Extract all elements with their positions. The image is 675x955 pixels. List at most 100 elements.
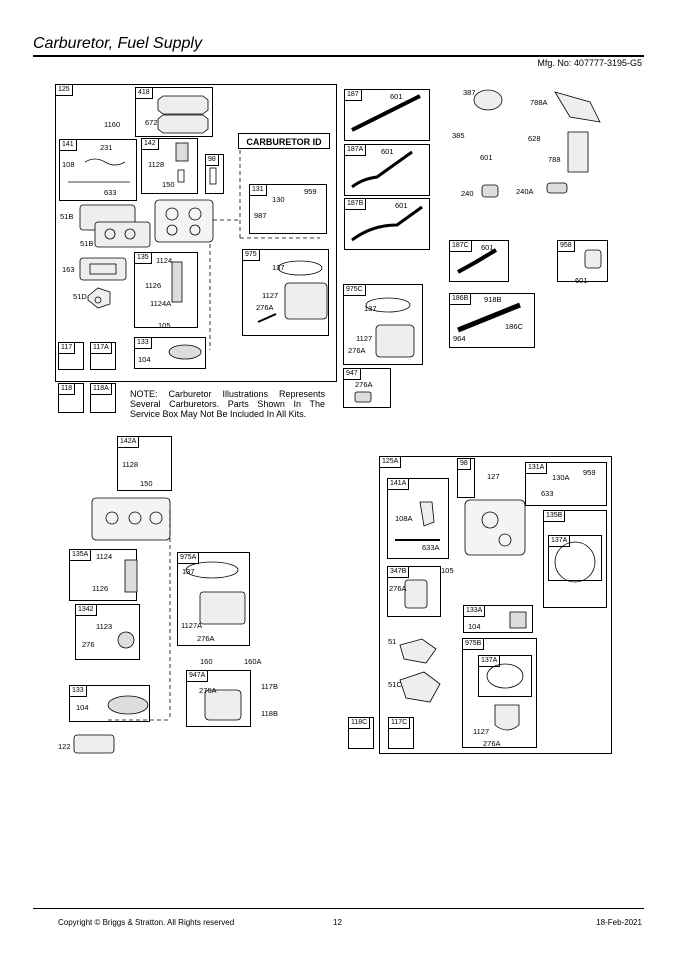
- box-tag: 142: [142, 139, 159, 150]
- box-tag: 117A: [91, 343, 112, 354]
- box-tag: 1342: [76, 605, 97, 616]
- box-tag: 187C: [450, 241, 472, 252]
- part-label: 240A: [516, 187, 534, 196]
- box-tag: 118C: [349, 718, 371, 729]
- part-label: 1124: [96, 552, 113, 561]
- part-label: 385: [452, 131, 465, 140]
- part-label: 1126: [145, 281, 162, 290]
- box-tag: 131A: [526, 463, 548, 474]
- part-label: 150: [162, 180, 175, 189]
- part-label: 160: [200, 657, 213, 666]
- box-tag: 141A: [388, 479, 410, 490]
- part-label: 601: [381, 147, 394, 156]
- box-tag: 117: [59, 343, 76, 354]
- part-label: 1126: [92, 584, 109, 593]
- box-tag: 975C: [344, 285, 366, 296]
- part-label: 633: [541, 489, 554, 498]
- part-label: 1127A: [181, 621, 203, 630]
- box-137A-right: 137A: [478, 655, 532, 697]
- part-label: 137: [364, 304, 377, 313]
- footer-copyright: Copyright © Briggs & Stratton. All Right…: [58, 918, 235, 927]
- part-label: 150: [140, 479, 153, 488]
- part-label: 108A: [395, 514, 413, 523]
- part-label: 987: [254, 211, 267, 220]
- part-label: 601: [481, 243, 494, 252]
- box-tag: 975: [243, 250, 260, 261]
- part-label: 1124A: [150, 299, 172, 308]
- part-label: 231: [100, 143, 113, 152]
- part-label: 276: [82, 640, 95, 649]
- box-118: 118: [58, 383, 84, 413]
- part-label: 122: [58, 742, 71, 751]
- box-tag: 186B: [450, 294, 472, 305]
- box-tag: 187B: [345, 199, 367, 210]
- box-tag: 958: [558, 241, 575, 252]
- box-1342: 1342: [75, 604, 140, 660]
- box-125: 125: [55, 84, 337, 382]
- footer-rule: [33, 908, 644, 909]
- part-label: 788: [548, 155, 561, 164]
- box-tag: 418: [136, 88, 153, 99]
- box-tag: 142A: [118, 437, 140, 448]
- part-label: 105: [441, 566, 454, 575]
- box-187C: 187C: [449, 240, 509, 282]
- part-label: 51B: [60, 212, 74, 221]
- part-label: 959: [583, 468, 596, 477]
- part-label: 387: [463, 88, 476, 97]
- box-141A: 141A: [387, 478, 449, 559]
- part-label: 633A: [422, 543, 440, 552]
- footer-page-number: 12: [333, 918, 342, 927]
- part-label: 117B: [261, 682, 278, 691]
- box-tag: 187A: [345, 145, 367, 156]
- part-label: 276A: [197, 634, 215, 643]
- box-118C: 118C: [348, 717, 374, 749]
- page-title: Carburetor, Fuel Supply: [33, 35, 202, 52]
- part-label: 51B: [80, 239, 94, 248]
- box-947A: 947A: [186, 670, 251, 727]
- box-187A: 187A: [344, 144, 430, 196]
- box-142: 142: [141, 138, 198, 194]
- box-tag: 141: [60, 140, 77, 151]
- box-tag: 133A: [464, 606, 486, 617]
- box-135B: 135B: [543, 510, 607, 608]
- box-133A: 133A: [463, 605, 533, 633]
- footer-date: 18-Feb-2021: [596, 918, 642, 927]
- part-label: 628: [528, 134, 541, 143]
- box-142A: 142A: [117, 436, 172, 491]
- part-label: 601: [575, 276, 588, 285]
- part-label: 186C: [505, 322, 523, 331]
- box-98: 98: [205, 154, 224, 194]
- part-label: 276A: [256, 303, 274, 312]
- part-label: 601: [480, 153, 493, 162]
- part-label: 51D: [73, 292, 87, 301]
- box-187B: 187B: [344, 198, 430, 250]
- box-186B: 186B: [449, 293, 535, 348]
- part-label: 163: [62, 265, 75, 274]
- part-label: 601: [390, 92, 403, 101]
- part-label: 1160: [104, 120, 121, 129]
- part-label: 104: [76, 703, 89, 712]
- part-label: 51C: [388, 680, 402, 689]
- part-label: 1124: [156, 256, 173, 265]
- box-tag: 117C: [389, 718, 411, 729]
- part-label: 601: [395, 201, 408, 210]
- part-label: 633: [104, 188, 117, 197]
- box-tag: 187: [345, 90, 362, 101]
- part-label: 160A: [244, 657, 262, 666]
- box-975A: 975A: [177, 552, 250, 646]
- box-135: 135: [134, 252, 198, 328]
- box-117: 117: [58, 342, 84, 370]
- part-label: 118B: [261, 709, 278, 718]
- box-947: 947: [343, 368, 391, 408]
- part-label: 104: [138, 355, 151, 364]
- box-118A: 118A: [90, 383, 116, 413]
- box-187: 187: [344, 89, 430, 141]
- part-label: 1128: [122, 460, 139, 469]
- part-label: 1127: [356, 334, 373, 343]
- box-133: 133: [134, 337, 206, 369]
- box-347B: 347B: [387, 566, 441, 617]
- box-958: 958: [557, 240, 608, 282]
- box-137A: 137A: [548, 535, 602, 581]
- box-tag: 125: [56, 85, 73, 96]
